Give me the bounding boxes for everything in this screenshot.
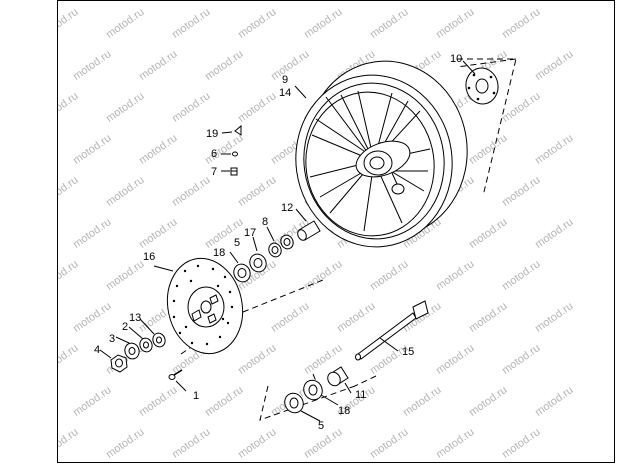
callout-11: 11 [355,389,366,401]
wheel-rim [295,60,468,248]
callout-15: 15 [402,346,414,358]
spacer-13 [152,332,166,348]
seal-5-lower [284,392,304,414]
disc-bolt-1 [168,369,183,380]
disc-holes [172,264,234,346]
callout-18-upper: 18 [213,247,225,259]
callout-13: 13 [129,312,141,324]
callout-9: 9 [282,74,288,86]
callout-19: 19 [206,128,218,140]
callout-12: 12 [281,202,293,214]
exploded-wheel-diagram: 9 14 10 19 6 7 12 8 17 5 18 16 13 2 3 4 … [94,53,517,432]
callout-3: 3 [109,333,115,345]
bearing-18-lower [303,379,323,401]
spacer-17 [268,242,282,258]
callout-8: 8 [262,216,268,228]
valve-cap-7 [230,167,238,176]
callout-2: 2 [122,321,128,333]
axle-15 [355,300,429,361]
bearing-18 [233,263,251,283]
callout-7: 7 [211,166,217,178]
washer-3 [124,342,140,360]
disc-nut-4 [110,354,128,373]
seal-5 [249,253,267,273]
flange-10 [465,67,499,105]
spacer-8 [280,234,294,250]
callout-16: 16 [143,251,155,263]
callout-17: 17 [244,227,256,239]
callout-4: 4 [94,344,100,356]
callout-6: 6 [211,148,217,160]
washer-2 [139,337,153,353]
valve-19 [234,124,242,136]
spacer-11 [327,366,349,387]
valve-nut-6 [232,151,238,157]
brake-disc [166,257,244,355]
callout-5-upper: 5 [234,237,240,249]
callout-5-lower: 5 [318,420,324,432]
callout-10: 10 [450,53,462,65]
callout-14: 14 [279,87,291,99]
callout-1: 1 [193,390,199,402]
callout-18-lower: 18 [338,405,350,417]
leader-lines [99,60,476,422]
callout-labels: 9 14 10 19 6 7 12 8 17 5 18 16 13 2 3 4 … [94,53,462,432]
sleeve-12 [297,220,321,241]
